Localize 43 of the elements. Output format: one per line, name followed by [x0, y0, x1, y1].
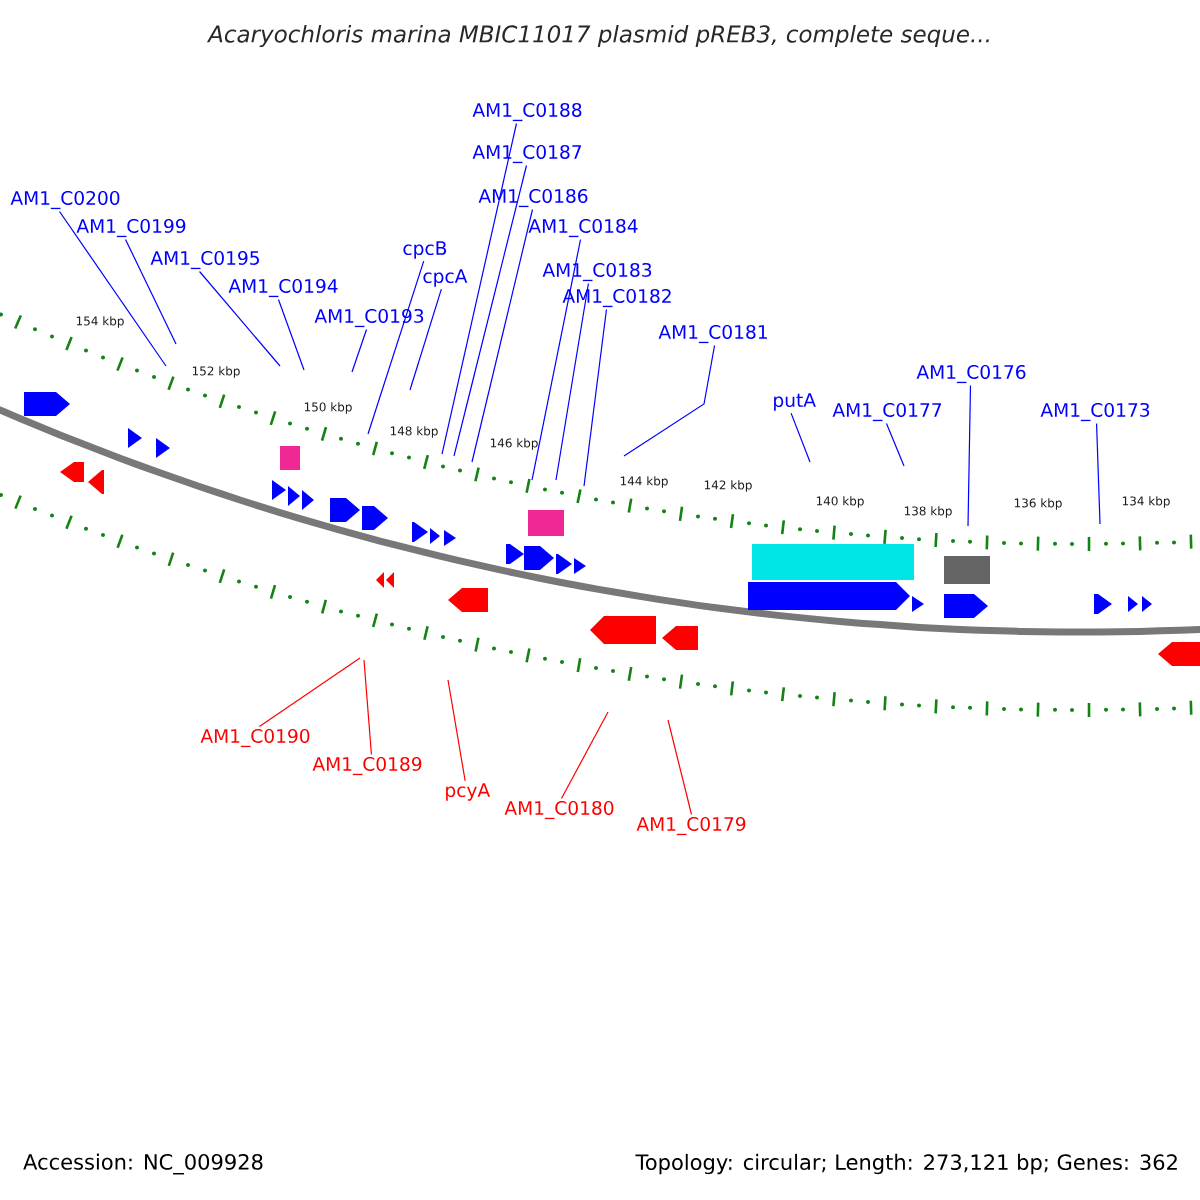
leader-line — [1095, 422, 1101, 525]
gene-label: AM1_C0177 — [832, 402, 942, 422]
gene-label: AM1_C0195 — [150, 250, 259, 270]
gene-label: AM1_C0188 — [472, 102, 582, 122]
gene-label: AM1_C0181 — [658, 324, 767, 344]
leader-line — [967, 384, 972, 527]
gene-label: pcyA — [446, 783, 491, 801]
leader-line — [555, 282, 590, 481]
leader-line — [447, 679, 466, 782]
leader-line — [560, 711, 609, 800]
leader-line — [351, 328, 368, 373]
leader-line — [623, 344, 716, 457]
gene-label: cpcA — [423, 269, 468, 287]
gene-label: AM1_C0200 — [10, 190, 120, 210]
gene-label: AM1_C0184 — [528, 218, 638, 238]
leader-line — [583, 308, 608, 487]
leader-line — [277, 298, 305, 371]
gene-label: AM1_C0189 — [312, 756, 422, 776]
leader-line — [363, 659, 373, 756]
gene-label: AM1_C0194 — [228, 278, 338, 298]
leader-line — [471, 208, 534, 463]
title: Acaryochloris marina MBIC11017 plasmid pREB3, complete seque... — [206, 24, 989, 48]
leader-line — [667, 719, 693, 816]
gene-label: AM1_C0199 — [76, 218, 186, 238]
gene-label: AM1_C0190 — [200, 728, 310, 748]
leader-line — [58, 210, 167, 367]
leader-line — [531, 238, 582, 481]
gene-label: AM1_C0173 — [1040, 402, 1150, 422]
leader-line — [453, 164, 528, 457]
footer-text: Accession: NC_009928 — [23, 1153, 263, 1175]
gene-label: putA — [774, 393, 816, 411]
leader-line — [441, 122, 518, 455]
gene-label: AM1_C0179 — [636, 816, 746, 836]
leader-line — [885, 422, 905, 467]
gene-label: cpcB — [403, 241, 447, 259]
leader-line — [124, 238, 177, 345]
gene-label: AM1_C0180 — [504, 800, 614, 820]
leader-line — [409, 288, 442, 391]
gene-label: AM1_C0176 — [916, 364, 1026, 384]
footer-text: Topology: circular; Length: 273,121 bp; Genes: 362 — [635, 1153, 1177, 1175]
leader-line — [258, 657, 361, 728]
leader-line — [790, 412, 811, 463]
leader-line — [198, 270, 281, 367]
